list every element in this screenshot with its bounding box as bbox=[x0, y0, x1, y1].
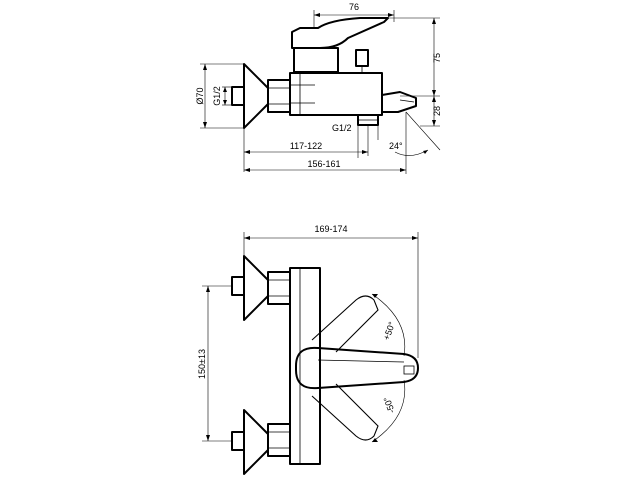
front-nut-bottom bbox=[267, 423, 291, 457]
front-flange-top bbox=[243, 255, 269, 321]
front-flange-bottom bbox=[243, 409, 269, 475]
front-view: 169-174 150±13 +50° -50° bbox=[197, 224, 419, 475]
dim-inlet-thread: G1/2 bbox=[212, 86, 222, 106]
front-lever-ghost-up bbox=[311, 295, 379, 353]
arc-down bbox=[371, 379, 406, 443]
side-view: 76 75 28 Ø70 G1/2 G1/2 bbox=[195, 2, 442, 174]
side-hex-nut bbox=[267, 79, 291, 113]
dim-outlet-height: 28 bbox=[432, 106, 442, 116]
dim-inlet-centres: 150±13 bbox=[197, 349, 207, 379]
dim-front-width: 169-174 bbox=[314, 224, 347, 234]
front-lever bbox=[295, 346, 419, 390]
dim-depth-total: 156-161 bbox=[307, 159, 340, 169]
side-diverter bbox=[355, 49, 369, 67]
front-inlet-top bbox=[231, 276, 245, 296]
side-lever bbox=[291, 17, 389, 49]
dim-height-above-outlet: 75 bbox=[432, 53, 442, 63]
dim-depth-to-outlet: 117-122 bbox=[290, 141, 322, 151]
front-inlet-bottom bbox=[231, 431, 245, 451]
dim-lever-up: +50° bbox=[381, 320, 397, 342]
dim-outlet-thread: G1/2 bbox=[332, 123, 352, 133]
dim-spout-angle: 24° bbox=[389, 141, 403, 151]
dim-spout-reach: 76 bbox=[349, 2, 359, 12]
dim-flange-diameter: Ø70 bbox=[195, 87, 205, 104]
front-nut-top bbox=[267, 271, 291, 305]
arc-up bbox=[371, 293, 406, 357]
side-inlet-stub bbox=[231, 86, 245, 106]
dim-lever-down: -50° bbox=[382, 395, 397, 414]
side-spout bbox=[381, 91, 417, 113]
front-lever-ghost-down bbox=[311, 383, 379, 441]
front-body bbox=[289, 267, 321, 465]
side-lever-cartridge bbox=[293, 47, 339, 73]
side-wall-flange bbox=[243, 63, 269, 129]
side-body bbox=[289, 72, 383, 116]
